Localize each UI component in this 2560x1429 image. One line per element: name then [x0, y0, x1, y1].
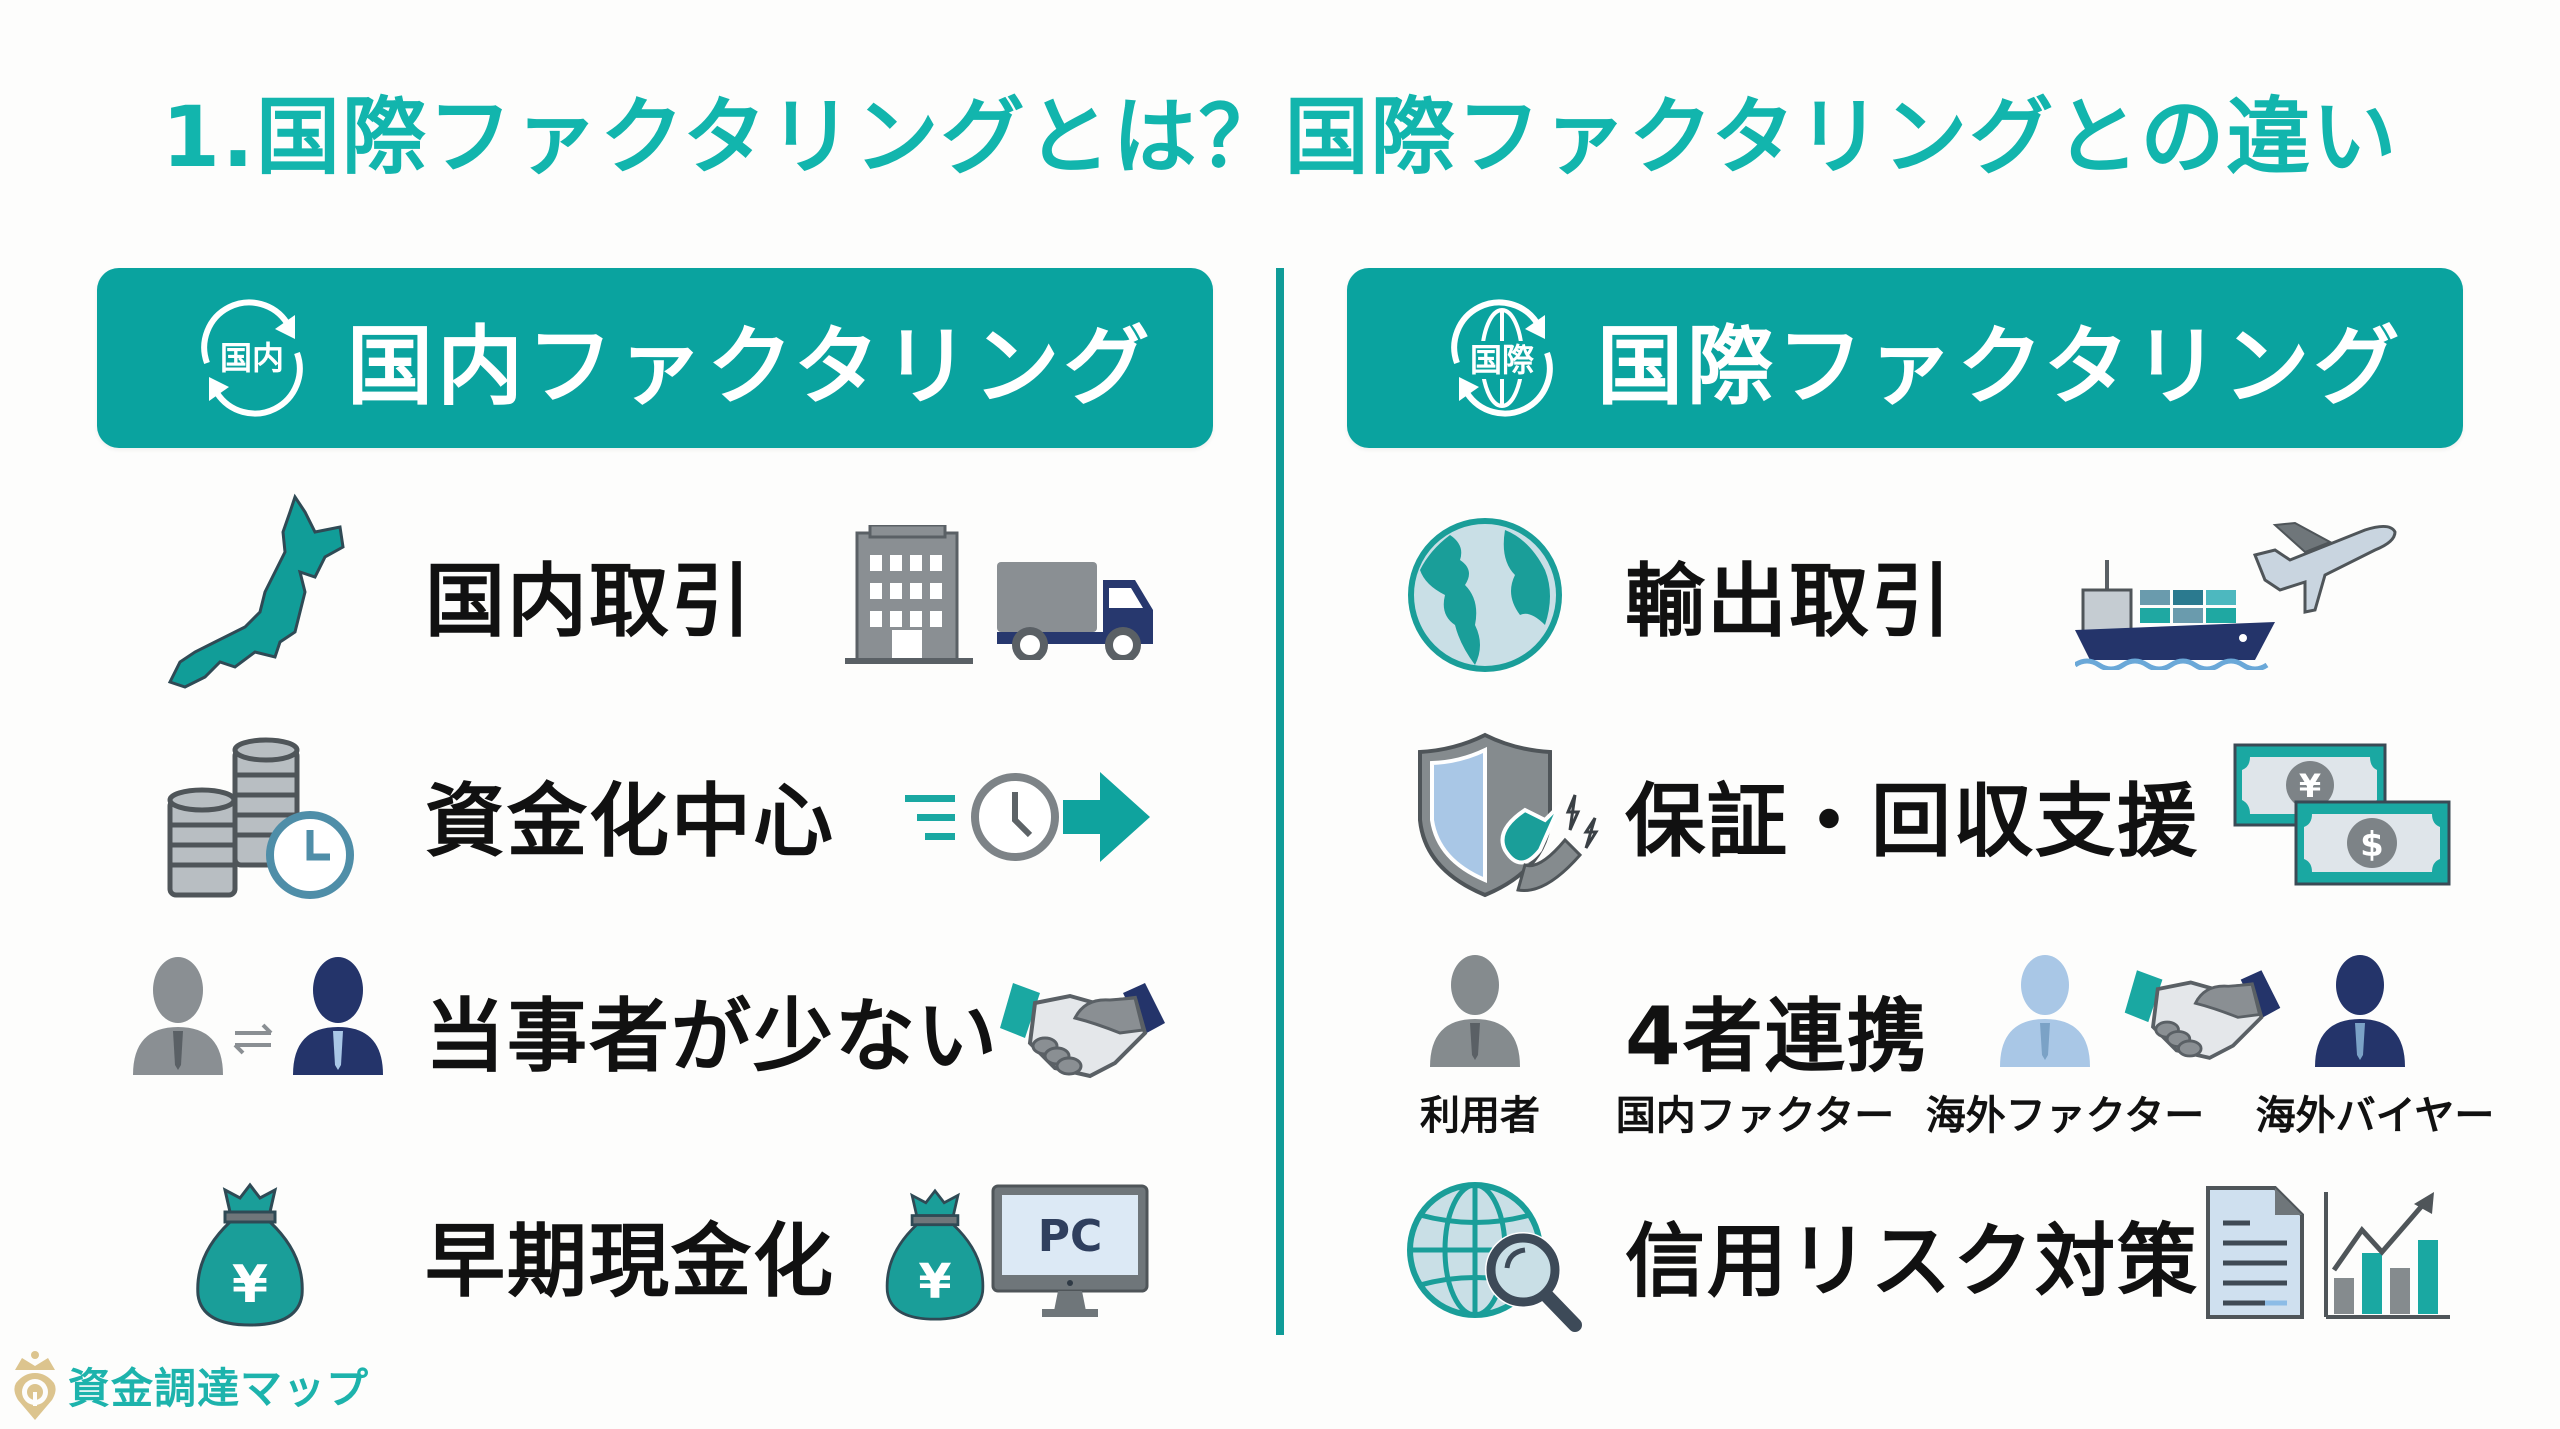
- bar-chart-growth-icon: [2322, 1190, 2452, 1320]
- cargo-ship-icon: [2075, 560, 2285, 670]
- row-label: 早期現金化: [425, 1215, 835, 1308]
- svg-text:国際: 国際: [1470, 341, 1534, 379]
- row-label: 当事者が少ない: [425, 990, 999, 1083]
- yen-money-bag-icon: ¥: [880, 1185, 990, 1325]
- column-divider: [1276, 268, 1284, 1335]
- row-label: 資金化中心: [425, 775, 835, 868]
- crown-pin-icon: [14, 1351, 56, 1420]
- document-icon: [2205, 1185, 2305, 1320]
- person-icon: [2310, 955, 2410, 1070]
- brand-logo: 資金調達マップ: [10, 1348, 369, 1423]
- header-label: 国内ファクタリング: [347, 316, 1154, 417]
- brand-name: 資金調達マップ: [68, 1364, 370, 1413]
- delivery-truck-icon: [995, 560, 1155, 660]
- domestic-factoring-header: 国内 国内ファクタリング: [97, 268, 1213, 448]
- coins-clock-icon: [165, 735, 360, 900]
- row-label: 輸出取引: [1625, 555, 1953, 648]
- party-label-overseas-factor: 海外ファクター: [1925, 1093, 2205, 1139]
- svg-text:$: $: [2360, 825, 2384, 865]
- cycle-domestic-icon: 国内: [187, 293, 317, 423]
- two-people-exchange-icon: [128, 955, 398, 1080]
- svg-text:¥: ¥: [918, 1255, 951, 1310]
- handshake-icon: [995, 978, 1170, 1083]
- svg-text:¥: ¥: [232, 1255, 268, 1315]
- svg-text:PC: PC: [1038, 1211, 1103, 1262]
- office-building-icon: [845, 525, 975, 665]
- row-label: 国内取引: [425, 555, 753, 648]
- person-icon: [1995, 955, 2095, 1070]
- row-label: 信用リスク対策: [1625, 1215, 2199, 1308]
- globe-search-icon: [1405, 1180, 1595, 1340]
- fast-clock-arrow-icon: [905, 770, 1155, 865]
- international-factoring-header: 国際 国際ファクタリング: [1347, 268, 2463, 448]
- pc-monitor-icon: PC: [990, 1183, 1150, 1323]
- svg-text:国内: 国内: [220, 339, 284, 377]
- handshake-icon: [2120, 965, 2285, 1065]
- japan-map-icon: [165, 492, 360, 692]
- airplane-icon: [2250, 520, 2400, 615]
- shield-magnet-icon: [1410, 730, 1605, 900]
- yen-money-bag-icon: ¥: [190, 1180, 310, 1330]
- header-label: 国際ファクタリング: [1597, 316, 2404, 417]
- yen-dollar-banknotes-icon: ¥ $: [2232, 742, 2452, 887]
- svg-text:¥: ¥: [2299, 767, 2321, 805]
- page-title: 1.国際ファクタリングとは？国際ファクタリングとの違い: [161, 88, 2399, 186]
- party-label-user: 利用者: [1420, 1093, 1540, 1139]
- party-label-overseas-buyer: 海外バイヤー: [2255, 1093, 2495, 1139]
- row-label: 保証・回収支援: [1625, 775, 2199, 868]
- party-label-domestic-factor: 国内ファクター: [1615, 1093, 1895, 1139]
- row-label: 4者連携: [1625, 990, 1929, 1083]
- globe-cycle-icon: 国際: [1437, 293, 1567, 423]
- person-icon: [1425, 955, 1525, 1070]
- globe-earth-icon: [1405, 515, 1565, 675]
